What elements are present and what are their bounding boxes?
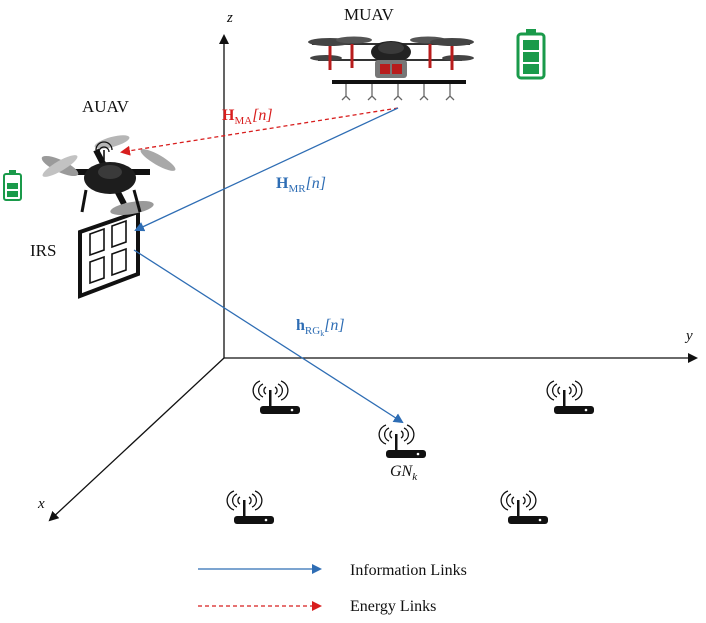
x-axis-label: x bbox=[37, 496, 45, 512]
information-link-mr bbox=[134, 107, 399, 232]
muav-label: MUAV bbox=[344, 5, 394, 24]
ground-node-3 bbox=[226, 490, 275, 525]
muav-battery-icon bbox=[516, 29, 546, 80]
y-axis-label: y bbox=[684, 328, 693, 344]
ground-node-2 bbox=[546, 380, 595, 415]
channel-label-mr: HMR[n] bbox=[276, 175, 326, 195]
energy-link-ma bbox=[120, 107, 399, 156]
irs-panel bbox=[78, 209, 140, 299]
gn-k-label: GNk bbox=[390, 463, 418, 483]
auav-battery-icon bbox=[3, 170, 22, 201]
auav-label: AUAV bbox=[82, 97, 130, 116]
ground-node-4 bbox=[500, 490, 549, 525]
channel-label-rg: hRGk[n] bbox=[296, 317, 345, 338]
legend: Information Links Energy Links bbox=[198, 562, 467, 615]
legend-information-text: Information Links bbox=[350, 562, 467, 579]
ground-node-1 bbox=[252, 380, 301, 415]
x-axis bbox=[48, 357, 225, 522]
auav-drone bbox=[41, 135, 176, 216]
ground-node-k bbox=[378, 424, 427, 459]
z-axis-label: z bbox=[226, 10, 233, 26]
channel-label-ma: HMA[n] bbox=[222, 107, 273, 127]
legend-energy-text: Energy Links bbox=[350, 598, 436, 615]
information-link-rg bbox=[133, 249, 404, 424]
muav-drone bbox=[308, 36, 474, 101]
links bbox=[120, 107, 404, 424]
irs-label: IRS bbox=[30, 241, 56, 260]
